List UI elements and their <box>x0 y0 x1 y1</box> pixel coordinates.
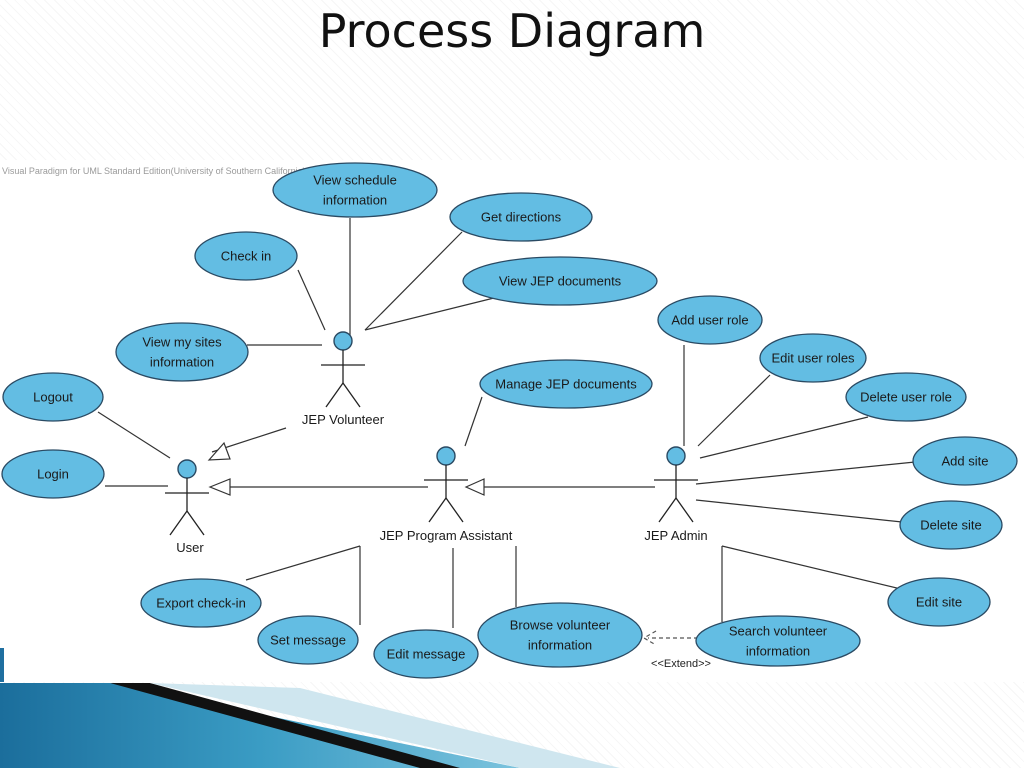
tool-watermark: Visual Paradigm for UML Standard Edition… <box>2 166 306 176</box>
association-line <box>364 231 463 331</box>
use-case-manage-jep-documents <box>479 359 653 409</box>
extend-arrowhead <box>642 630 657 646</box>
use-case-label: Browse volunteer <box>510 618 611 633</box>
actor-head-icon <box>177 459 197 479</box>
generalization-arrowhead <box>464 478 485 496</box>
use-case-search-volunteer <box>695 615 861 667</box>
use-case-delete-site <box>899 500 1003 550</box>
use-case-label: Delete site <box>920 518 981 533</box>
use-case-view-my-sites <box>115 322 249 382</box>
actor-leg <box>186 510 205 536</box>
use-case-label: Delete user role <box>860 390 952 405</box>
extend-label: <<Extend>> <box>651 658 711 670</box>
use-case-export-check-in <box>140 578 262 628</box>
use-case-set-message <box>257 615 359 665</box>
actor-leg <box>675 497 694 523</box>
association-line <box>697 374 771 447</box>
association-line <box>464 396 483 447</box>
actor-label: JEP Admin <box>644 528 707 543</box>
actor-label: JEP Volunteer <box>302 412 385 427</box>
use-case-label: Edit message <box>387 647 466 662</box>
use-case-label: View schedule <box>313 173 397 188</box>
association-line <box>297 269 326 331</box>
slide-title: Process Diagram <box>318 4 706 58</box>
use-case-get-directions <box>449 192 593 242</box>
use-case-label: Search volunteer <box>729 624 828 639</box>
use-case-edit-user-roles <box>759 333 867 383</box>
use-case-label: information <box>150 355 214 370</box>
use-case-label: information <box>746 644 810 659</box>
use-case-label: Edit site <box>916 595 962 610</box>
use-case-login <box>1 449 105 499</box>
actor-leg <box>658 497 677 523</box>
slide-accent-mark <box>0 648 4 682</box>
association-line <box>721 545 906 591</box>
association-line <box>97 411 171 459</box>
actor-head-icon <box>333 331 353 351</box>
use-case-add-user-role <box>657 295 763 345</box>
use-case-browse-volunteer <box>477 602 643 668</box>
use-case-delete-user-role <box>845 372 967 422</box>
use-case-label: information <box>323 193 387 208</box>
association-line <box>245 545 361 581</box>
use-case-label: Logout <box>33 390 73 405</box>
actor-leg <box>428 497 447 523</box>
use-case-check-in <box>194 231 298 281</box>
actor-head-icon <box>666 446 686 466</box>
association-line <box>364 296 499 331</box>
actor-head-icon <box>436 446 456 466</box>
actor-leg <box>169 510 188 536</box>
actor-label: JEP Program Assistant <box>380 528 513 543</box>
generalization-arrowhead <box>208 478 231 496</box>
association-line <box>695 461 916 485</box>
use-case-label: Export check-in <box>156 596 246 611</box>
use-case-add-site <box>912 436 1018 486</box>
association-line <box>699 416 869 459</box>
use-case-label: Manage JEP documents <box>495 377 637 392</box>
use-case-label: Edit user roles <box>771 351 855 366</box>
use-case-label: Check in <box>221 249 272 264</box>
use-case-edit-message <box>373 629 479 679</box>
use-case-label: Add site <box>942 454 989 469</box>
generalization-arrowhead <box>207 441 231 461</box>
use-case-view-schedule <box>272 162 438 218</box>
use-case-label: Set message <box>270 633 346 648</box>
actor-leg <box>325 382 344 408</box>
use-case-logout <box>2 372 104 422</box>
association-line <box>695 499 903 523</box>
use-case-label: Get directions <box>481 210 562 225</box>
use-case-label: information <box>528 638 592 653</box>
use-case-label: View my sites <box>142 335 222 350</box>
use-case-label: View JEP documents <box>499 274 622 289</box>
use-case-view-jep-documents <box>462 256 658 306</box>
use-case-label: Add user role <box>671 313 748 328</box>
actor-leg <box>445 497 464 523</box>
actor-leg <box>342 382 361 408</box>
actor-label: User <box>176 540 204 555</box>
use-case-label: Login <box>37 467 69 482</box>
use-case-edit-site <box>887 577 991 627</box>
